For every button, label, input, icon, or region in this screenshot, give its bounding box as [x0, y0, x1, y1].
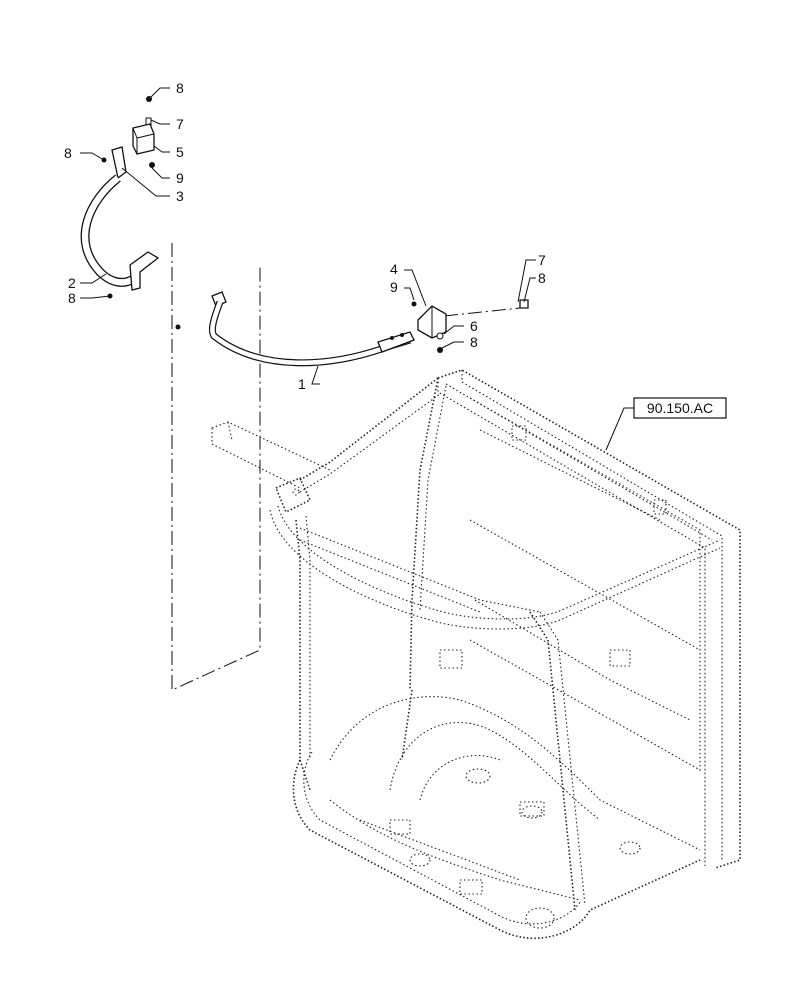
- callout-4: 4: [390, 261, 398, 277]
- callout-8: 8: [470, 334, 478, 350]
- callout-8: 8: [538, 270, 546, 286]
- nut-bottom-icon: [149, 162, 155, 168]
- bracket-lower-icon: [129, 251, 160, 291]
- mount-block-icon: [132, 123, 155, 155]
- bracket-upper-icon: [111, 146, 127, 180]
- guard-tube: [175, 259, 536, 385]
- installation-paths: [171, 243, 521, 691]
- bolt-tube-left-icon: [175, 324, 181, 330]
- callout-8: 8: [176, 80, 184, 96]
- callout-9: 9: [176, 170, 184, 186]
- reference-leader: [605, 407, 634, 451]
- bolt-right-icon: [519, 299, 529, 309]
- callout-3: 3: [176, 188, 184, 204]
- callout-8: 8: [68, 290, 76, 306]
- callout-labels: 8 7 5 9 3 8 2 8 4 9 7 8 6 8 1: [64, 80, 546, 392]
- callout-6: 6: [470, 318, 478, 334]
- washer-right-icon: [436, 332, 444, 340]
- callout-2: 2: [68, 275, 76, 291]
- nut-right-lower-icon: [437, 347, 443, 353]
- callout-7: 7: [176, 116, 184, 132]
- cab-frame: [211, 369, 741, 940]
- nut-right-icon: [411, 301, 417, 307]
- callout-9: 9: [390, 279, 398, 295]
- callout-5: 5: [176, 144, 184, 160]
- reference-box[interactable]: 90.150.AC: [605, 397, 727, 451]
- reference-box-label: 90.150.AC: [647, 400, 713, 416]
- callout-1: 1: [298, 376, 306, 392]
- callout-7: 7: [538, 252, 546, 268]
- callout-8: 8: [64, 145, 72, 161]
- upper-left-assembly: [80, 87, 170, 299]
